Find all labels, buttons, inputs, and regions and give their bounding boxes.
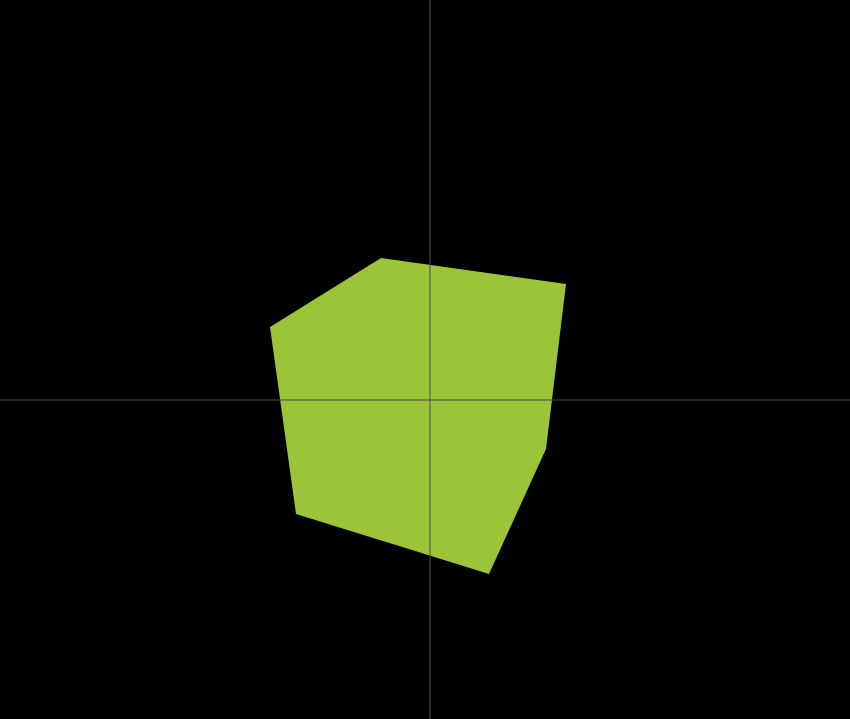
cube-shape[interactable] bbox=[270, 258, 566, 574]
